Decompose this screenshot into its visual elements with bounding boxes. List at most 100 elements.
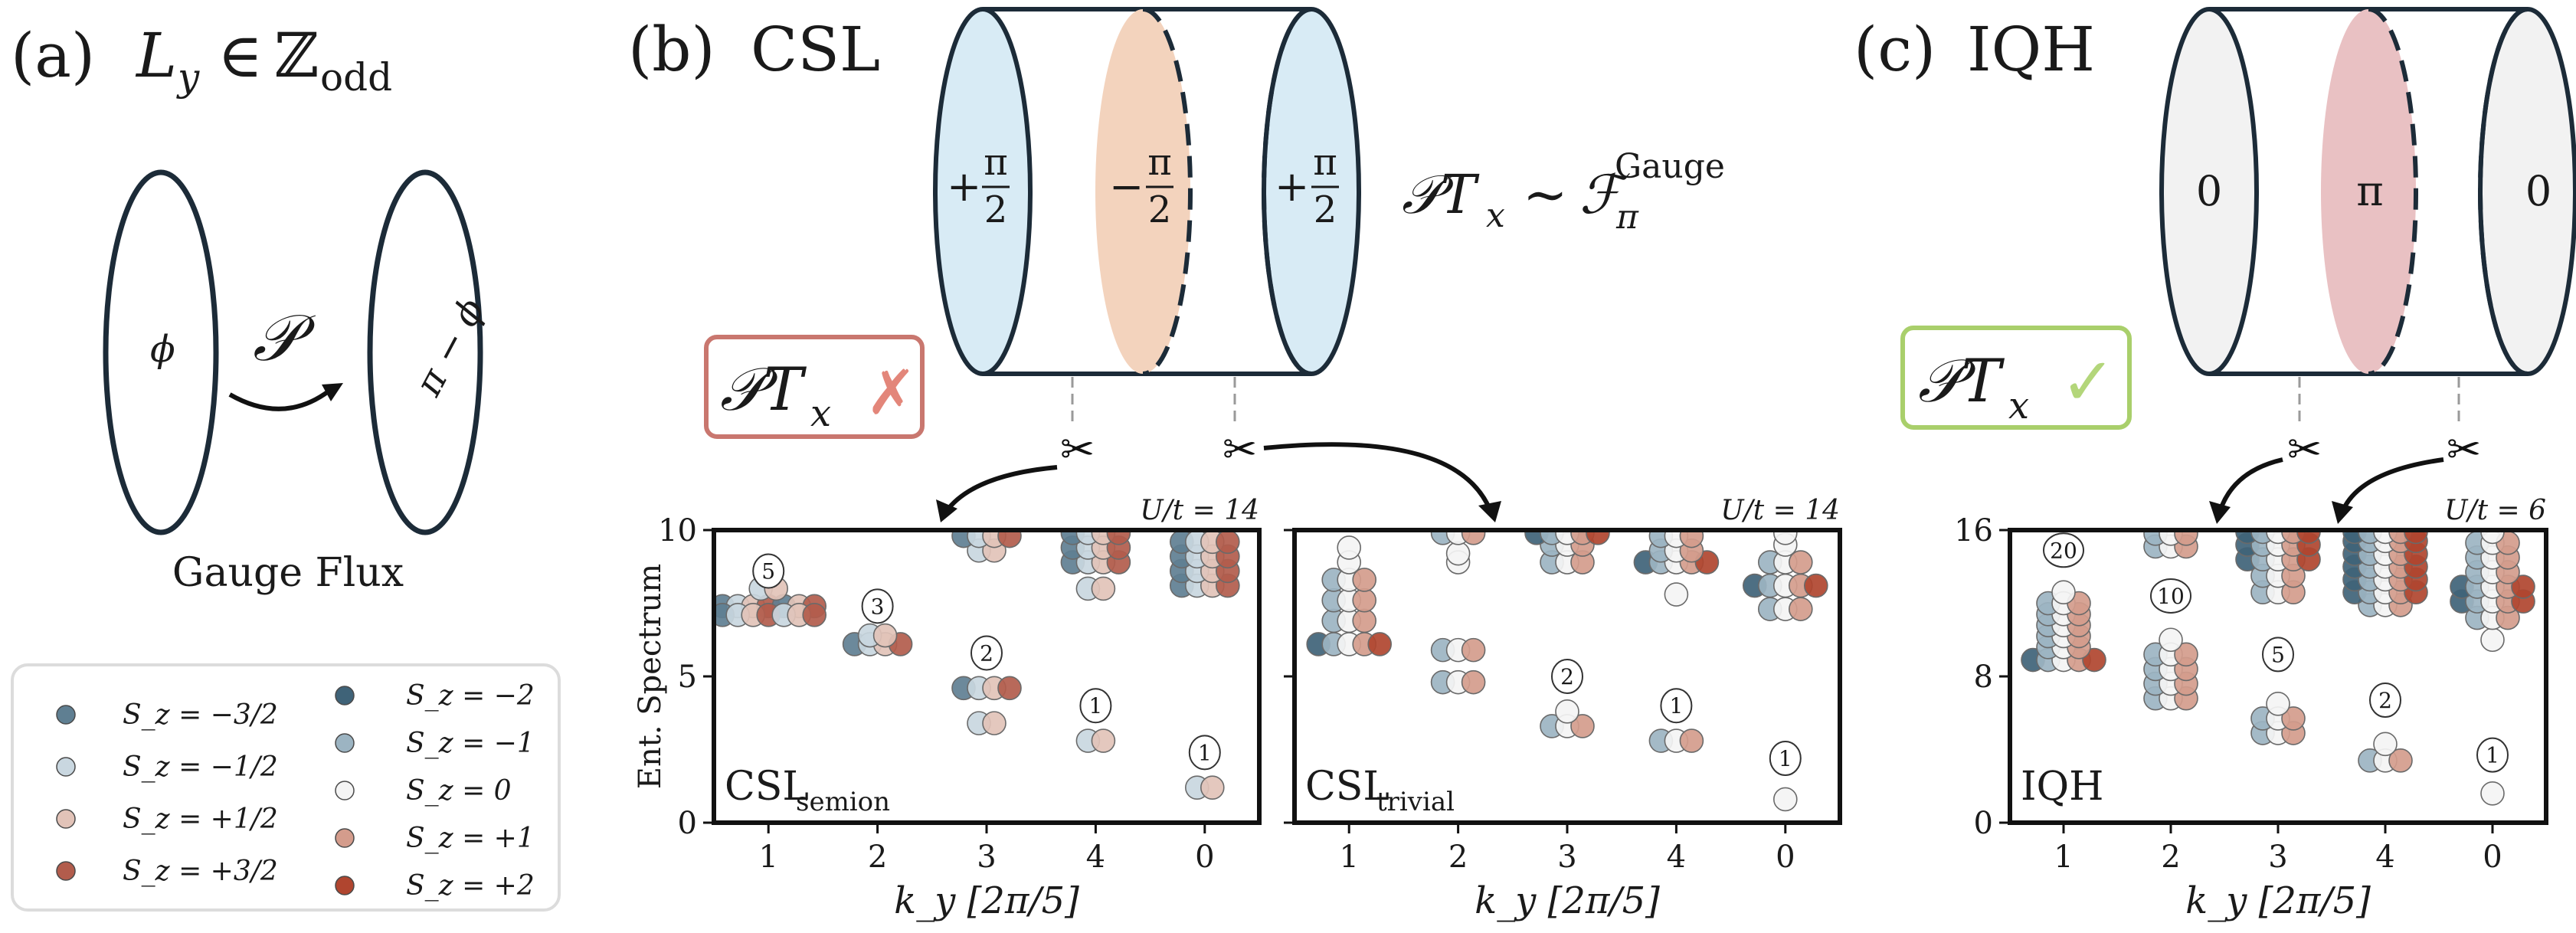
flux-left-num: π xyxy=(984,141,1008,184)
spectrum-point xyxy=(2388,748,2413,773)
spectrum-point xyxy=(1555,699,1579,724)
flux-disk-left xyxy=(933,7,1033,376)
symmetry-F-sub: π xyxy=(1615,198,1639,237)
spectrum-point xyxy=(1789,550,1813,575)
legend-marker xyxy=(56,861,76,881)
spectrum-point xyxy=(1664,582,1689,607)
arrowhead xyxy=(936,499,957,522)
arrow-to-iqh-left xyxy=(2218,457,2283,512)
parity-arrowhead xyxy=(322,383,343,401)
spectrum-point xyxy=(1679,728,1704,753)
degeneracy-count: 2 xyxy=(980,640,993,666)
spectrum-point xyxy=(1679,530,1704,548)
check-icon: ✓ xyxy=(2060,344,2116,421)
panel-a-Ly: L xyxy=(135,20,177,91)
spectrum-point xyxy=(2511,575,2535,599)
x-tick-label: 3 xyxy=(1557,840,1576,875)
arrow-to-semion xyxy=(944,465,1058,513)
symmetry-lhs: 𝒫T xyxy=(1402,163,1479,226)
panel-a-Ly-sub: y xyxy=(176,55,200,100)
legend-label: S_z = 0 xyxy=(406,775,512,807)
pt-pass-badge: 𝒫T x ✓ xyxy=(1900,326,2132,430)
spectrum-point xyxy=(2480,781,2505,806)
y-tick-label: 8 xyxy=(1974,660,1993,695)
legend-label: S_z = +2 xyxy=(406,870,535,902)
spectrum-point xyxy=(1461,530,1486,545)
degeneracy-marker xyxy=(861,588,894,624)
pt-fail-badge: 𝒫T x ✗ xyxy=(704,335,925,439)
degeneracy-marker xyxy=(752,553,785,589)
x-tick-label: 1 xyxy=(2054,840,2073,875)
degeneracy-marker xyxy=(1188,735,1221,771)
spectrum-points xyxy=(2021,530,2535,806)
flux-disk-left xyxy=(2159,7,2259,376)
spectrum-point xyxy=(1570,714,1595,738)
x-tick-label: 4 xyxy=(1086,840,1105,875)
spectrum-point xyxy=(872,623,898,648)
spectrum-point xyxy=(1461,637,1486,663)
spectrum-point xyxy=(1367,632,1392,656)
panel-b-letter: (b) xyxy=(628,14,715,85)
flux-disk-right-hidden xyxy=(2478,7,2529,376)
scissors-icon: ✂ xyxy=(2447,425,2481,473)
scissors-icon: ✂ xyxy=(1060,425,1095,473)
spectrum-point xyxy=(1445,541,1471,566)
spectrum-points xyxy=(714,530,1240,800)
flux-disk-middle-front xyxy=(2368,7,2418,376)
flux-right-den: 2 xyxy=(1314,188,1337,231)
legend-label: S_z = +3/2 xyxy=(123,856,278,887)
degeneracy-count: 1 xyxy=(2486,743,2499,768)
legend-marker xyxy=(335,781,355,800)
phase-label: CSL xyxy=(1305,764,1389,810)
cut-markers-c: ✂ ✂ xyxy=(2209,377,2481,524)
panel-b: (b) CSL + π 2 − π 2 + π 2 𝒫T xyxy=(628,7,1725,522)
panel-a: (a) L y ∈ ℤ odd ϕ π − ϕ 𝒫 Gauge Flux xyxy=(11,20,493,596)
spectrum-point xyxy=(982,711,1007,735)
flux-disk-middle xyxy=(1095,9,1190,374)
legend-label: S_z = −1/2 xyxy=(123,751,278,783)
scissors-icon: ✂ xyxy=(1223,425,1257,473)
spectrum-point xyxy=(1352,588,1376,613)
legend-marker xyxy=(56,809,76,829)
degeneracy-marker xyxy=(1551,659,1583,694)
legend-marker xyxy=(335,733,355,753)
parity-operator: 𝒫 xyxy=(253,300,316,375)
degeneracy-marker xyxy=(1079,688,1112,724)
arrow-to-iqh-right xyxy=(2340,457,2444,513)
legend-label: S_z = +1 xyxy=(406,823,535,854)
spectrum-point xyxy=(2480,627,2505,653)
spectrum-point xyxy=(1352,608,1376,633)
degeneracy-marker xyxy=(971,635,1003,671)
panel-b-name: CSL xyxy=(751,14,880,85)
degeneracy-marker xyxy=(1660,688,1693,724)
flux-right-label: 0 xyxy=(2525,167,2551,215)
pt-fail-sub: x xyxy=(810,392,831,435)
x-tick-label: 1 xyxy=(758,840,777,875)
spectrum-point xyxy=(1461,669,1486,695)
flux-middle-den: 2 xyxy=(1148,188,1172,231)
legend-marker xyxy=(335,686,355,705)
degeneracy-count: 1 xyxy=(1779,746,1792,771)
symmetry-F: ℱ xyxy=(1579,163,1630,226)
legend-marker xyxy=(335,876,355,895)
flux-right-num: π xyxy=(1313,141,1337,184)
spectrum-point xyxy=(2159,627,2183,653)
arrowhead xyxy=(2209,501,2231,524)
degeneracy-count: 3 xyxy=(871,594,885,619)
spectrum-point xyxy=(1106,530,1131,545)
phase-label-sub: trivial xyxy=(1376,787,1455,817)
spectrum-point xyxy=(2174,642,2198,667)
x-tick-label: 4 xyxy=(1667,840,1686,875)
x-tick-label: 3 xyxy=(977,840,996,875)
degeneracy-marker xyxy=(2262,637,2294,673)
legend-marker xyxy=(335,828,355,848)
symmetry-relation: 𝒫T x ∼ ℱ π Gauge xyxy=(1402,147,1725,237)
cut-markers-b: ✂ ✂ xyxy=(936,377,1501,522)
degeneracy-count: 2 xyxy=(2378,688,2392,713)
degeneracy-count: 20 xyxy=(2050,538,2077,563)
y-axis-label: Ent. Spectrum xyxy=(633,564,668,789)
pt-pass-badge-box xyxy=(1900,326,2132,430)
